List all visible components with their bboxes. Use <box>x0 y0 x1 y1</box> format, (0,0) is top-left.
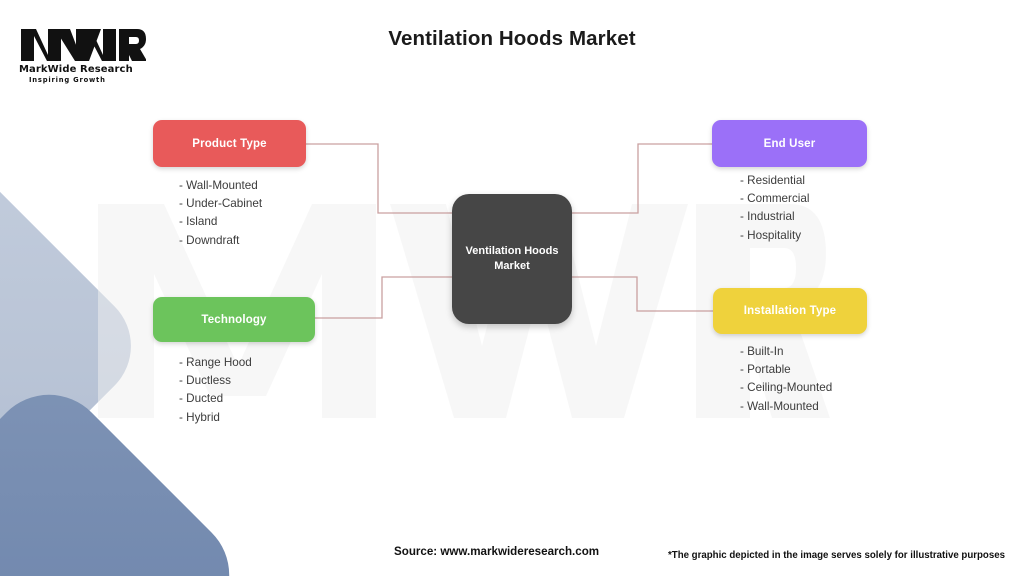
brand-logo: MarkWide Research Inspiring Growth <box>18 24 146 86</box>
center-node: Ventilation Hoods Market <box>452 194 572 324</box>
node-end-user[interactable]: End User <box>712 120 867 167</box>
list-item: - Under-Cabinet <box>179 197 263 211</box>
list-item: - Ceiling-Mounted <box>740 381 833 395</box>
node-installation-type-label: Installation Type <box>743 305 837 317</box>
node-product-type[interactable]: Product Type <box>153 120 306 167</box>
svg-text:MarkWide Research: MarkWide Research <box>19 64 133 75</box>
node-technology[interactable]: Technology <box>153 297 315 342</box>
items-product-type: - Wall-Mounted - Under-Cabinet - Island … <box>179 177 262 250</box>
list-item: - Hospitality <box>740 228 802 242</box>
list-item: - Built-In <box>740 345 784 358</box>
list-item: - Residential <box>740 174 805 187</box>
center-label-line1: Ventilation Hoods <box>465 245 559 258</box>
items-end-user: - Residential - Commercial - Industrial … <box>740 172 809 245</box>
list-item: - Ductless <box>179 374 231 388</box>
list-item: - Industrial <box>740 210 795 224</box>
list-item: - Island <box>179 215 218 229</box>
list-item: - Commercial <box>740 192 810 206</box>
items-installation-type: - Built-In - Portable - Ceiling-Mounted … <box>740 343 832 416</box>
node-technology-label: Technology <box>201 313 267 326</box>
list-item: - Wall-Mounted <box>740 399 819 413</box>
list-item: - Ducted <box>179 392 224 406</box>
node-installation-type[interactable]: Installation Type <box>713 288 867 334</box>
items-technology: - Range Hood - Ductless - Ducted - Hybri… <box>179 354 252 427</box>
svg-text:Inspiring Growth: Inspiring Growth <box>29 76 106 84</box>
list-item: - Wall-Mounted <box>179 179 258 192</box>
source-text: Source: www.markwideresearch.com <box>394 545 600 558</box>
list-item: - Downdraft <box>179 233 240 247</box>
node-product-type-label: Product Type <box>192 137 267 150</box>
center-label-line2: Market <box>494 260 530 272</box>
page-title: Ventilation Hoods Market <box>388 27 636 50</box>
list-item: - Hybrid <box>179 410 220 424</box>
node-end-user-label: End User <box>763 137 816 150</box>
list-item: - Portable <box>740 363 791 377</box>
list-item: - Range Hood <box>179 356 252 369</box>
disclaimer-text: *The graphic depicted in the image serve… <box>668 550 1006 561</box>
